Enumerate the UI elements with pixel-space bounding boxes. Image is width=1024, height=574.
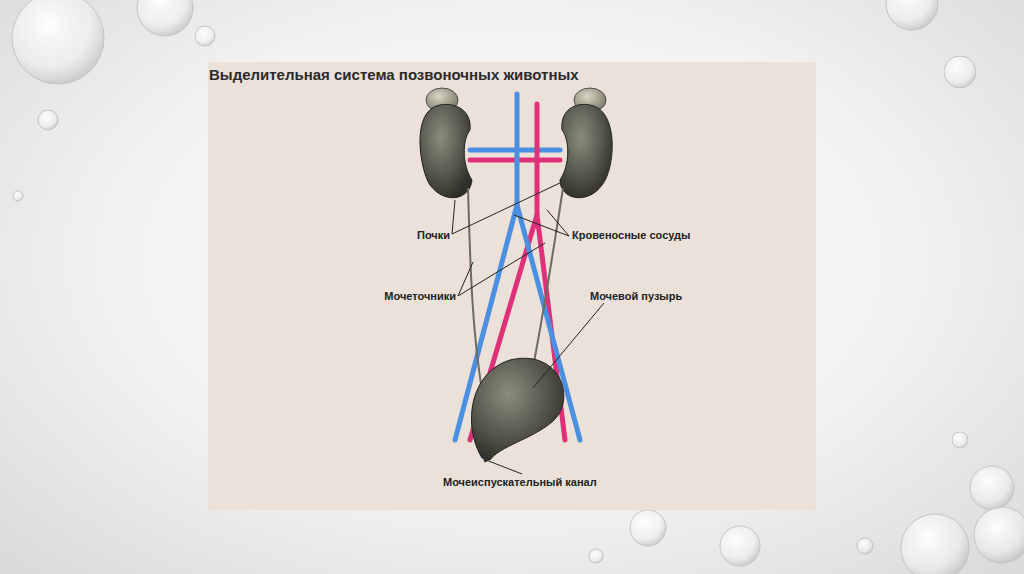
part-label: Мочеиспускательный канал (443, 476, 597, 488)
water-drops (12, 0, 1024, 574)
part-label: Почки (417, 229, 450, 241)
part-label: Мочеточники (384, 290, 456, 302)
urethra (482, 452, 486, 462)
part-label: Мочевой пузырь (590, 290, 682, 302)
leader-lines (452, 182, 604, 474)
part-label: Кровеносные сосуды (572, 229, 690, 241)
bladder (471, 358, 563, 460)
kidneys (420, 88, 612, 198)
panel (208, 62, 816, 510)
diagram-title: Выделительная система позвоночных животн… (209, 66, 579, 83)
